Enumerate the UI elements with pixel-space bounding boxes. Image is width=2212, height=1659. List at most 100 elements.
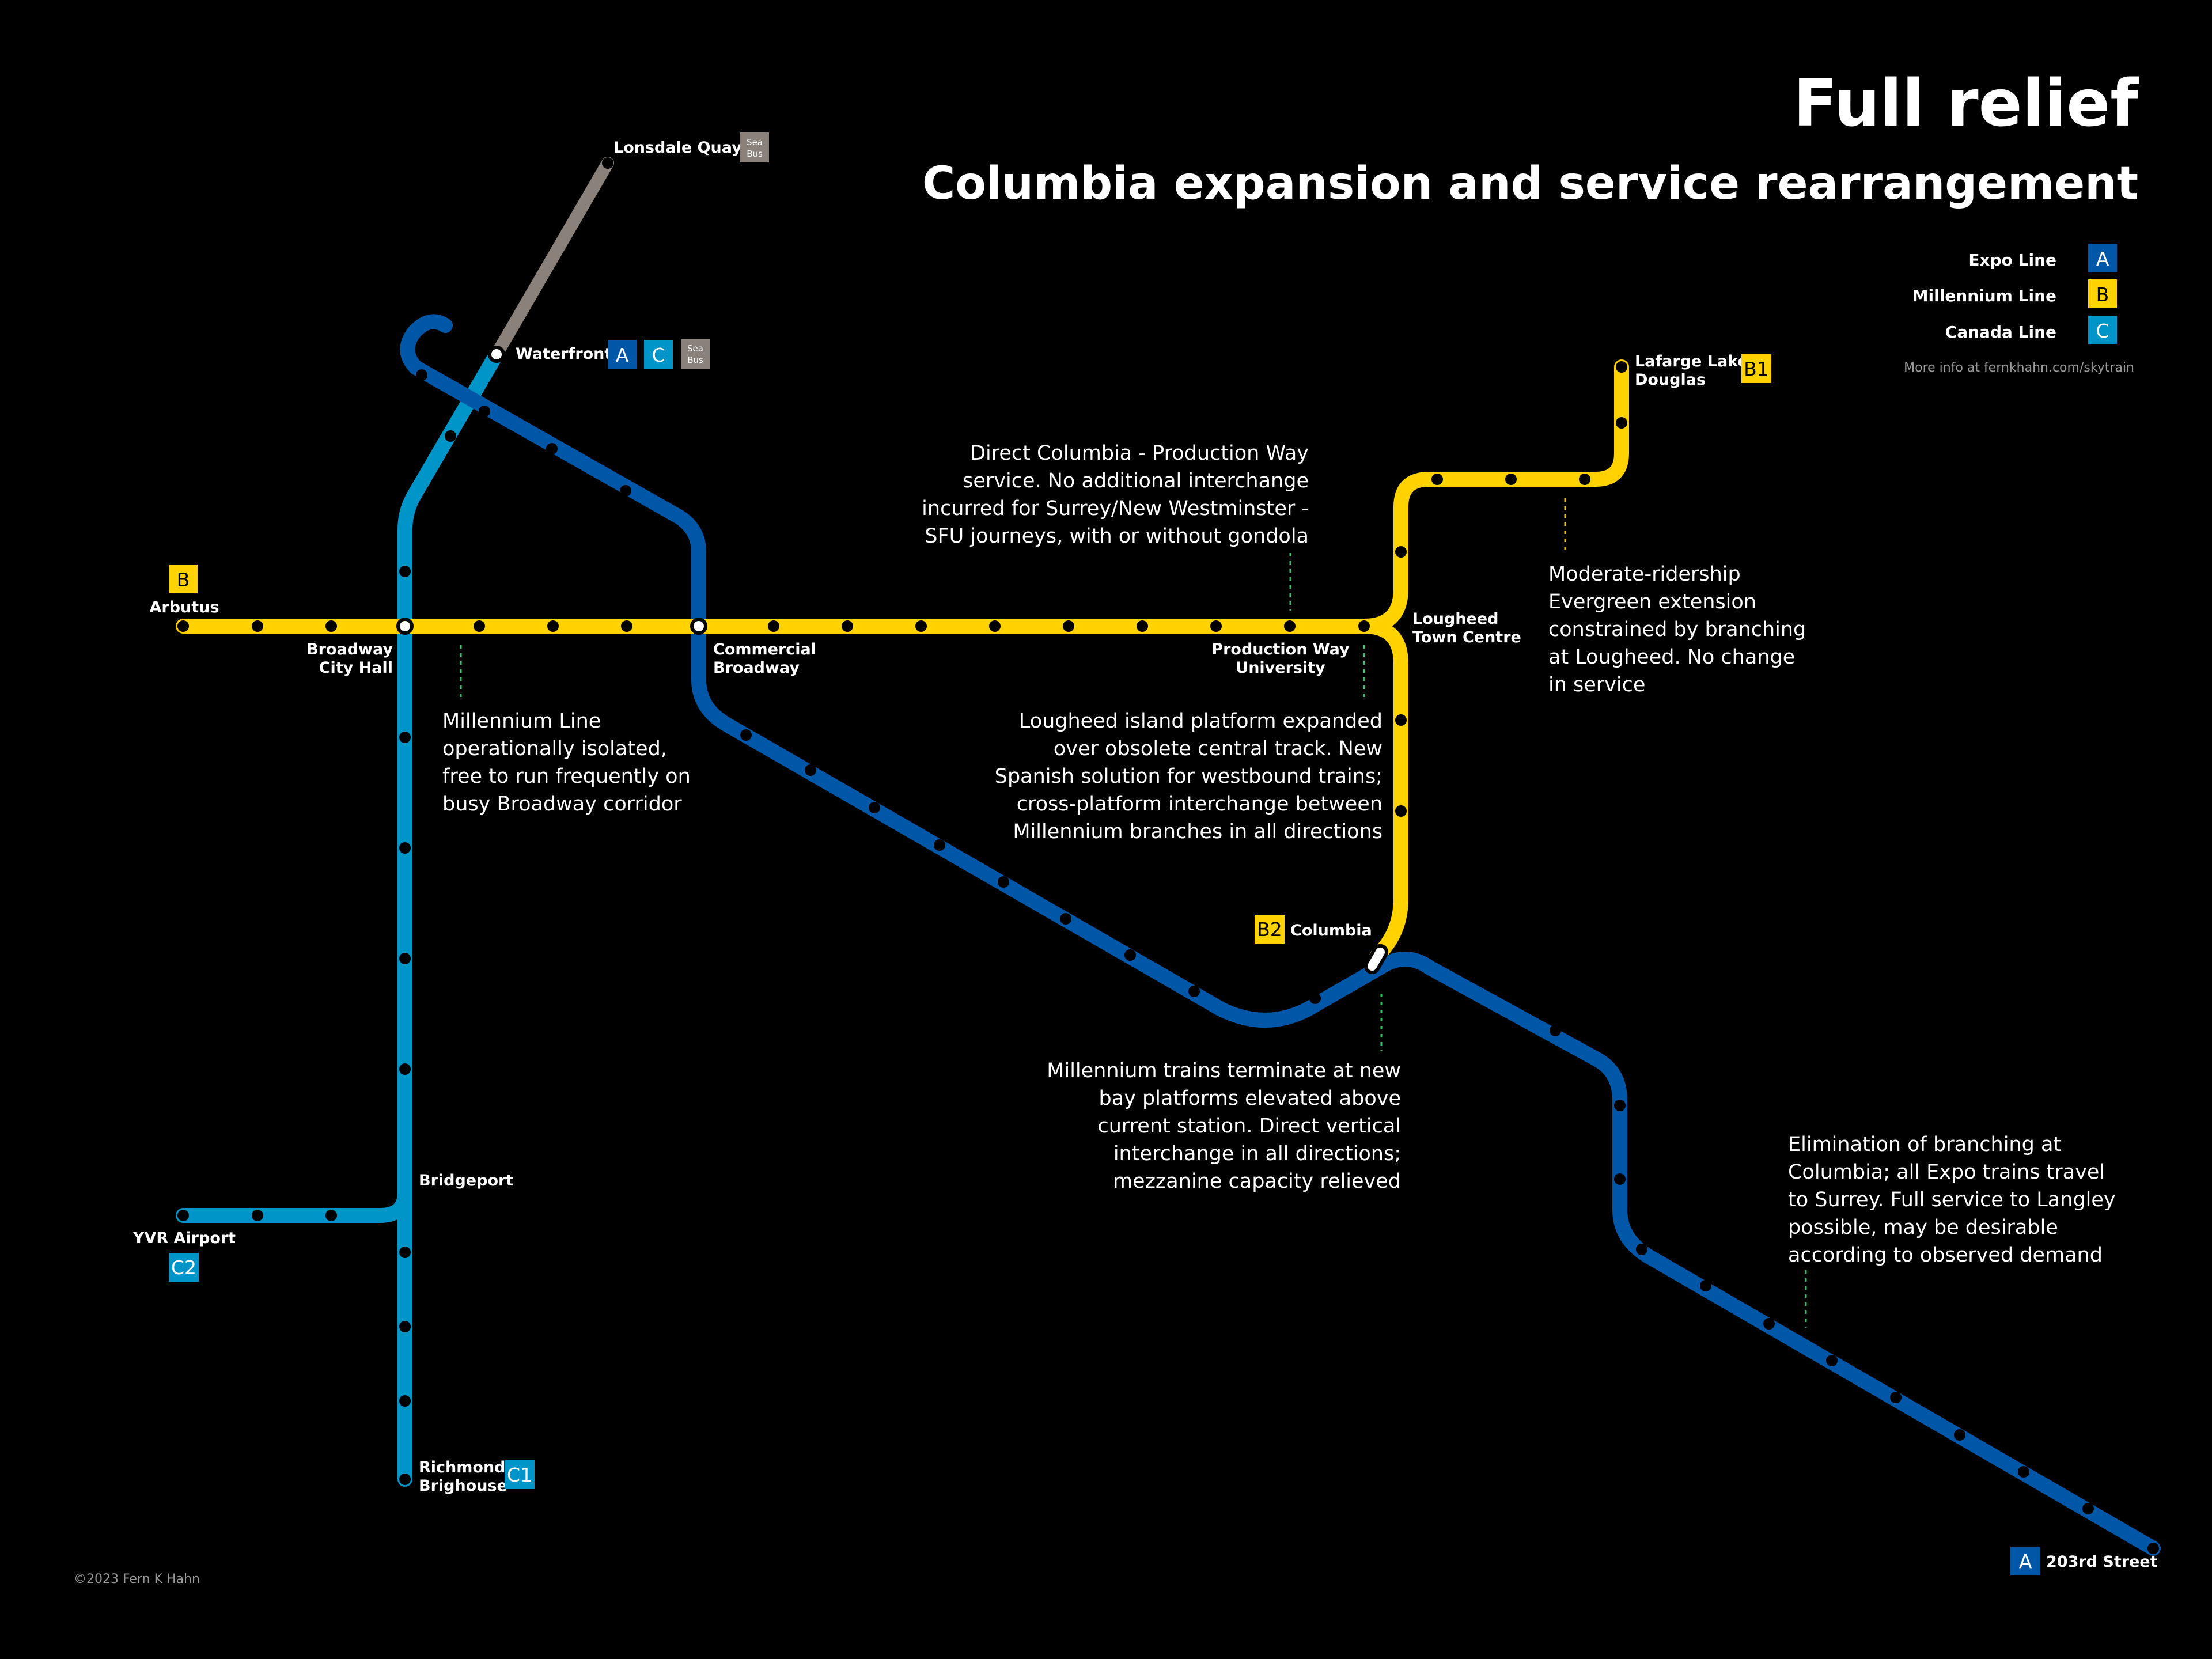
station-dot[interactable] <box>1395 714 1407 726</box>
station-columbia[interactable]: Columbia <box>1290 922 1372 940</box>
station-dot[interactable] <box>1309 993 1321 1004</box>
station-dot[interactable] <box>177 620 189 632</box>
station-dot[interactable] <box>934 839 945 851</box>
station-dot[interactable] <box>177 1210 189 1221</box>
station-dot[interactable] <box>621 620 632 632</box>
broadway-interchange[interactable] <box>396 618 414 635</box>
station-dot[interactable] <box>1614 1100 1626 1111</box>
street203-badge-letter: A <box>2019 1550 2032 1573</box>
station-dot[interactable] <box>1358 620 1370 632</box>
note-line: Spanish solution for westbound trains; <box>995 765 1382 788</box>
station-dot[interactable] <box>1063 620 1074 632</box>
station-dot[interactable] <box>1700 1280 1711 1291</box>
station-lafarge-l2[interactable]: Douglas <box>1635 371 1706 389</box>
note-line: SFU journeys, with or without gondola <box>925 525 1309 548</box>
station-dot[interactable] <box>1124 949 1136 961</box>
page-title: Full relief <box>1793 66 2139 141</box>
station-dot[interactable] <box>1431 474 1443 485</box>
station-dot[interactable] <box>1614 1173 1626 1185</box>
station-dot[interactable] <box>399 1321 411 1332</box>
station-dot[interactable] <box>915 620 927 632</box>
station-dot[interactable] <box>474 620 485 632</box>
station-dot[interactable] <box>399 1395 411 1407</box>
station-dot[interactable] <box>2147 1543 2159 1554</box>
station-dot[interactable] <box>2082 1503 2094 1514</box>
waterfront-interchange[interactable] <box>488 346 505 363</box>
note-line: in service <box>1548 673 1645 696</box>
station-dot[interactable] <box>1550 1025 1561 1036</box>
station-dot[interactable] <box>805 764 816 776</box>
station-commercial-broadway-l1[interactable]: Commercial <box>713 641 816 658</box>
station-dot[interactable] <box>1395 805 1407 817</box>
station-lafarge-l1[interactable]: Lafarge Lake <box>1635 353 1748 370</box>
station-dot[interactable] <box>1954 1429 1965 1441</box>
station-dot[interactable] <box>399 1063 411 1075</box>
station-dot[interactable] <box>1826 1355 1838 1366</box>
station-dot[interactable] <box>479 406 490 417</box>
commercial-interchange[interactable] <box>690 618 707 635</box>
station-dot[interactable] <box>1616 361 1627 373</box>
station-203rd-street[interactable]: 203rd Street <box>2046 1553 2158 1571</box>
note-line: Evergreen extension <box>1548 590 1756 613</box>
station-dot[interactable] <box>399 842 411 854</box>
station-dot[interactable] <box>399 953 411 964</box>
station-dot[interactable] <box>399 732 411 743</box>
station-richmond-l1[interactable]: Richmond <box>419 1459 506 1476</box>
station-dot[interactable] <box>2018 1466 2029 1478</box>
richmond-badge <box>505 1460 535 1489</box>
station-dot[interactable] <box>1763 1318 1775 1330</box>
station-dot[interactable] <box>1060 913 1071 925</box>
station-broadway-city-hall-l1[interactable]: Broadway <box>306 641 393 658</box>
station-dot[interactable] <box>602 157 613 169</box>
more-info-link[interactable]: More info at fernkhahn.com/skytrain <box>1904 361 2134 375</box>
station-lougheed-l1[interactable]: Lougheed <box>1412 610 1498 628</box>
station-dot[interactable] <box>620 485 631 497</box>
station-dot[interactable] <box>416 369 427 381</box>
station-lonsdale-quay[interactable]: Lonsdale Quay <box>613 139 742 157</box>
station-dot[interactable] <box>547 620 559 632</box>
station-dot[interactable] <box>325 620 337 632</box>
station-arbutus[interactable]: Arbutus <box>150 599 219 616</box>
station-dot[interactable] <box>1616 417 1627 429</box>
station-dot[interactable] <box>252 620 263 632</box>
station-commercial-broadway-l2[interactable]: Broadway <box>713 659 800 677</box>
station-dot[interactable] <box>842 620 853 632</box>
station-lougheed-l2[interactable]: Town Centre <box>1412 628 1521 646</box>
station-dot[interactable] <box>325 1210 337 1221</box>
note-line: to Surrey. Full service to Langley <box>1788 1188 2116 1211</box>
columbia-interchange[interactable] <box>1363 944 1389 975</box>
legend-letter-expo: A <box>2096 248 2109 270</box>
station-dot[interactable] <box>1890 1392 1902 1403</box>
station-dot[interactable] <box>546 443 558 454</box>
station-production-way-l1[interactable]: Production Way <box>1211 641 1350 658</box>
station-broadway-city-hall-l2[interactable]: City Hall <box>319 659 393 677</box>
station-production-way-l2[interactable]: University <box>1236 659 1325 677</box>
station-bridgeport[interactable]: Bridgeport <box>419 1172 513 1190</box>
station-dot[interactable] <box>1395 546 1407 558</box>
station-richmond-l2[interactable]: Brighouse <box>419 1477 507 1495</box>
note-line: free to run frequently on <box>442 765 691 788</box>
station-dot[interactable] <box>1505 474 1517 485</box>
station-dot[interactable] <box>1636 1244 1647 1255</box>
station-dot[interactable] <box>768 620 779 632</box>
station-dot[interactable] <box>252 1210 263 1221</box>
note-line: according to observed demand <box>1788 1244 2103 1267</box>
station-yvr-airport[interactable]: YVR Airport <box>132 1229 236 1247</box>
station-dot[interactable] <box>989 620 1001 632</box>
station-dot[interactable] <box>1137 620 1148 632</box>
station-dot[interactable] <box>1188 986 1200 997</box>
station-dot[interactable] <box>998 876 1009 888</box>
station-dot[interactable] <box>399 1247 411 1258</box>
station-dot[interactable] <box>1284 620 1296 632</box>
note-line: interchange in all directions; <box>1113 1142 1401 1165</box>
station-dot[interactable] <box>1210 620 1222 632</box>
station-dot[interactable] <box>740 729 752 741</box>
station-dot[interactable] <box>445 430 456 442</box>
station-dot[interactable] <box>399 1474 411 1485</box>
station-dot[interactable] <box>399 566 411 577</box>
station-waterfront[interactable]: Waterfront <box>516 345 612 363</box>
station-dot[interactable] <box>1579 474 1590 485</box>
station-dot[interactable] <box>869 802 880 813</box>
